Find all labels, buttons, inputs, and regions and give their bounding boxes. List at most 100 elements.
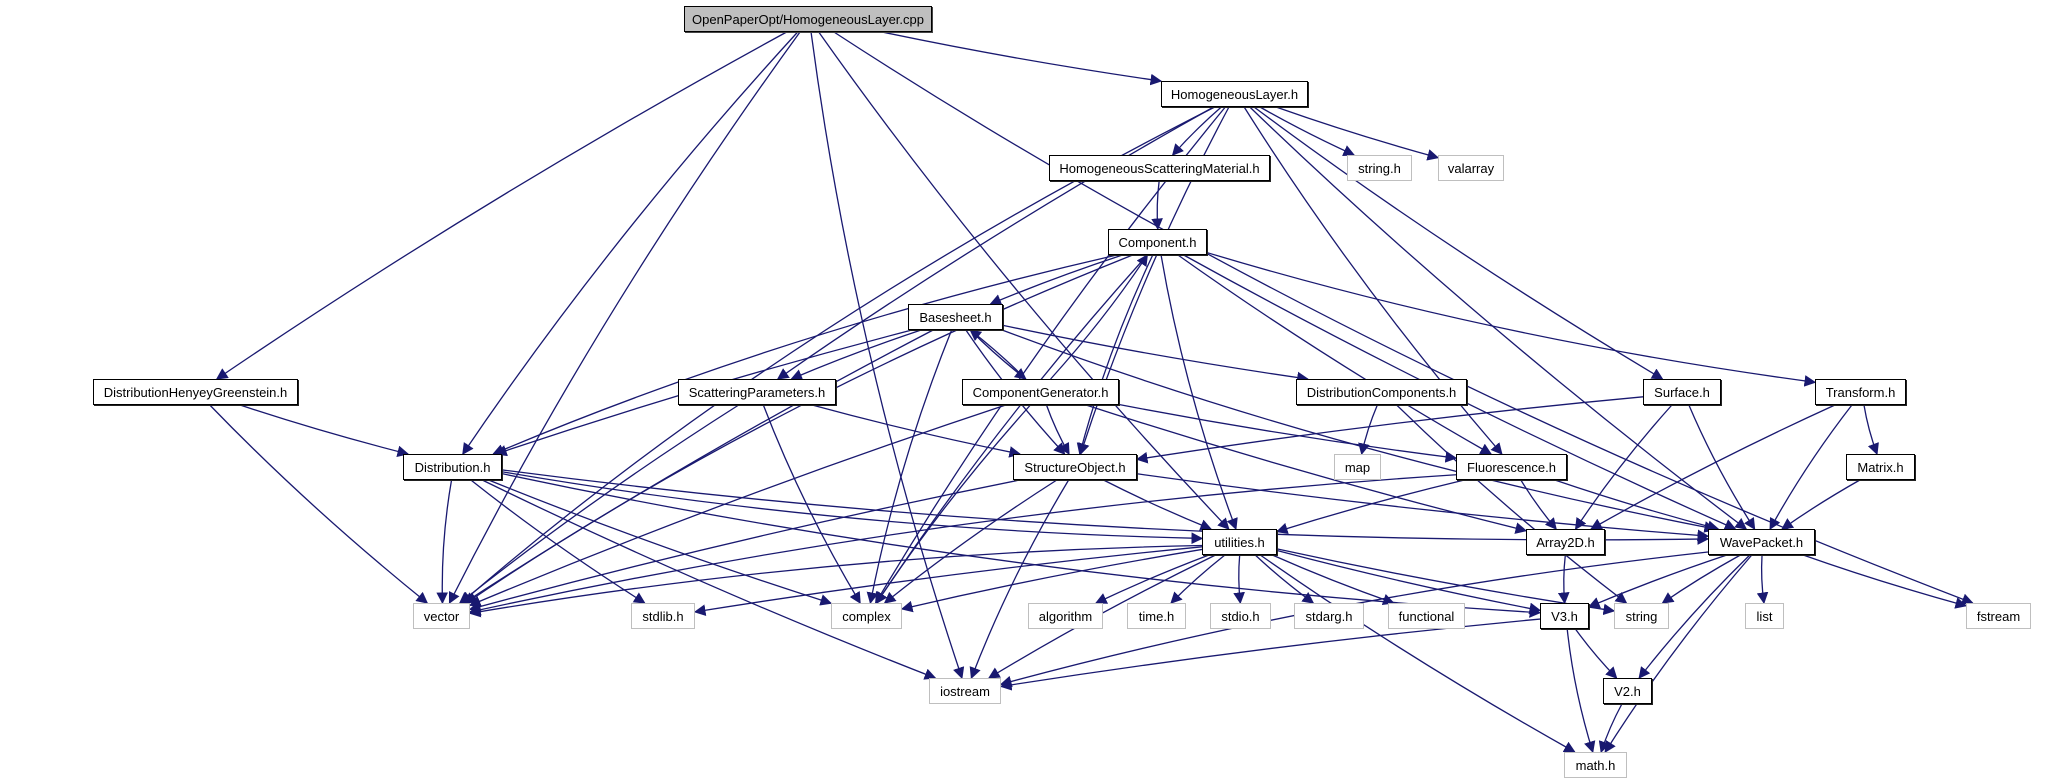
node-matrix[interactable]: Matrix.h	[1846, 454, 1915, 480]
node-wavepacket[interactable]: WavePacket.h	[1708, 529, 1815, 555]
node-label: ScatteringParameters.h	[688, 384, 826, 400]
node-hsm[interactable]: HomogeneousScatteringMaterial.h	[1049, 155, 1270, 181]
edge-scatpar-to-structobj	[811, 404, 1022, 458]
node-label: stdio.h	[1221, 608, 1260, 624]
edge-scatpar-to-complex	[762, 404, 861, 605]
node-functional[interactable]: functional	[1388, 603, 1465, 629]
edge-component-to-transform	[1206, 251, 1817, 387]
node-stdlib[interactable]: stdlib.h	[631, 603, 695, 629]
edge-root-to-iostream	[810, 31, 965, 680]
node-stdio[interactable]: stdio.h	[1210, 603, 1271, 629]
edge-hl-to-wavepacket	[1249, 106, 1748, 530]
edge-compgen-to-array2d	[1085, 404, 1528, 534]
edge-v3-to-math	[1566, 628, 1596, 754]
node-compgen[interactable]: ComponentGenerator.h	[962, 379, 1119, 405]
node-root[interactable]: OpenPaperOpt/HomogeneousLayer.cpp	[684, 6, 932, 32]
edge-fluor-to-array2d	[1520, 479, 1557, 530]
edge-utilities-to-stdio	[1233, 554, 1245, 605]
node-label: complex	[842, 608, 891, 624]
edge-component-to-utilities	[1160, 254, 1238, 531]
node-label: HomogeneousScatteringMaterial.h	[1059, 160, 1260, 176]
edge-hl-to-vector	[460, 106, 1216, 604]
node-distribution[interactable]: Distribution.h	[403, 454, 502, 480]
edge-basesheet-to-complex	[866, 329, 953, 605]
node-fstream[interactable]: fstream	[1966, 603, 2031, 629]
node-v2[interactable]: V2.h	[1603, 678, 1652, 704]
node-label: list	[1756, 608, 1773, 624]
node-math[interactable]: math.h	[1564, 752, 1627, 778]
node-v3[interactable]: V3.h	[1540, 603, 1589, 629]
node-scatpar[interactable]: ScatteringParameters.h	[678, 379, 836, 405]
node-label: math.h	[1575, 757, 1616, 773]
node-surface[interactable]: Surface.h	[1643, 379, 1721, 405]
node-valarray[interactable]: valarray	[1438, 155, 1504, 181]
node-list[interactable]: list	[1745, 603, 1784, 629]
node-map[interactable]: map	[1334, 454, 1381, 480]
edge-root-to-distribution	[462, 31, 799, 455]
node-string[interactable]: string	[1614, 603, 1669, 629]
edge-root-to-hl	[881, 31, 1163, 86]
node-label: algorithm	[1038, 608, 1093, 624]
node-fluor[interactable]: Fluorescence.h	[1456, 454, 1567, 480]
node-hl[interactable]: HomogeneousLayer.h	[1161, 81, 1308, 107]
edge-root-to-utilities	[818, 31, 1230, 530]
edge-transform-to-matrix	[1863, 404, 1879, 456]
node-iostream[interactable]: iostream	[929, 678, 1001, 704]
node-vector[interactable]: vector	[413, 603, 470, 629]
node-transform[interactable]: Transform.h	[1815, 379, 1906, 405]
edge-component-to-fluor	[1177, 254, 1493, 455]
edge-compgen-to-structobj	[1045, 404, 1070, 456]
edge-surface-to-wavepacket	[1688, 404, 1756, 530]
node-label: time.h	[1138, 608, 1175, 624]
node-dhg[interactable]: DistributionHenyeyGreenstein.h	[93, 379, 298, 405]
edge-v2-to-math	[1598, 703, 1623, 754]
edge-component-to-structobj	[1076, 254, 1154, 456]
node-label: stdlib.h	[642, 608, 684, 624]
edge-wavepacket-to-v2	[1638, 554, 1751, 679]
node-label: map	[1344, 459, 1371, 475]
edge-compgen-to-vector	[468, 404, 1006, 607]
edge-structobj-to-wavepacket	[1136, 473, 1710, 542]
edge-structobj-to-utilities	[1103, 479, 1213, 531]
node-structobj[interactable]: StructureObject.h	[1013, 454, 1137, 480]
node-distcomp[interactable]: DistributionComponents.h	[1296, 379, 1467, 405]
node-label: stdarg.h	[1305, 608, 1353, 624]
edge-utilities-to-v3	[1276, 549, 1542, 615]
edge-surface-to-structobj	[1135, 396, 1644, 464]
node-utilities[interactable]: utilities.h	[1202, 529, 1277, 555]
edge-wavepacket-to-v3	[1587, 554, 1728, 609]
node-label: Component.h	[1118, 234, 1197, 250]
node-label: string.h	[1358, 160, 1401, 176]
edge-basesheet-to-vector	[462, 329, 934, 604]
edge-component-to-distribution	[492, 254, 1117, 456]
edge-structobj-to-vector	[468, 479, 1020, 613]
edge-wavepacket-to-string	[1661, 554, 1741, 604]
node-stringh[interactable]: string.h	[1347, 155, 1412, 181]
node-time[interactable]: time.h	[1127, 603, 1186, 629]
node-label: fstream	[1976, 608, 2021, 624]
node-array2d[interactable]: Array2D.h	[1526, 529, 1605, 555]
node-basesheet[interactable]: Basesheet.h	[908, 304, 1003, 330]
edge-hsm-to-component	[1151, 180, 1163, 231]
node-label: Matrix.h	[1857, 459, 1904, 475]
edge-v3-to-iostream	[999, 618, 1541, 691]
edge-structobj-to-iostream	[969, 479, 1070, 680]
edge-hl-to-structobj	[1078, 106, 1230, 456]
edge-compgen-to-basesheet	[969, 329, 1027, 380]
edge-fluor-to-utilities	[1275, 479, 1465, 535]
node-complex[interactable]: complex	[831, 603, 902, 629]
node-label: Basesheet.h	[919, 309, 992, 325]
node-label: V3.h	[1551, 608, 1578, 624]
edge-dhg-to-distribution	[239, 404, 410, 458]
edge-compgen-to-fluor	[1118, 403, 1458, 463]
node-stdarg[interactable]: stdarg.h	[1294, 603, 1364, 629]
edge-utilities-to-algorithm	[1095, 554, 1210, 604]
edge-utilities-to-stdlib	[693, 546, 1203, 617]
node-component[interactable]: Component.h	[1108, 229, 1207, 255]
node-label: WavePacket.h	[1719, 534, 1804, 550]
edge-distribution-to-utilities	[501, 471, 1204, 545]
node-algorithm[interactable]: algorithm	[1028, 603, 1103, 629]
edge-utilities-to-stdarg	[1254, 554, 1315, 604]
edge-structobj-to-complex	[883, 479, 1058, 604]
edge-surface-to-array2d	[1574, 404, 1673, 530]
